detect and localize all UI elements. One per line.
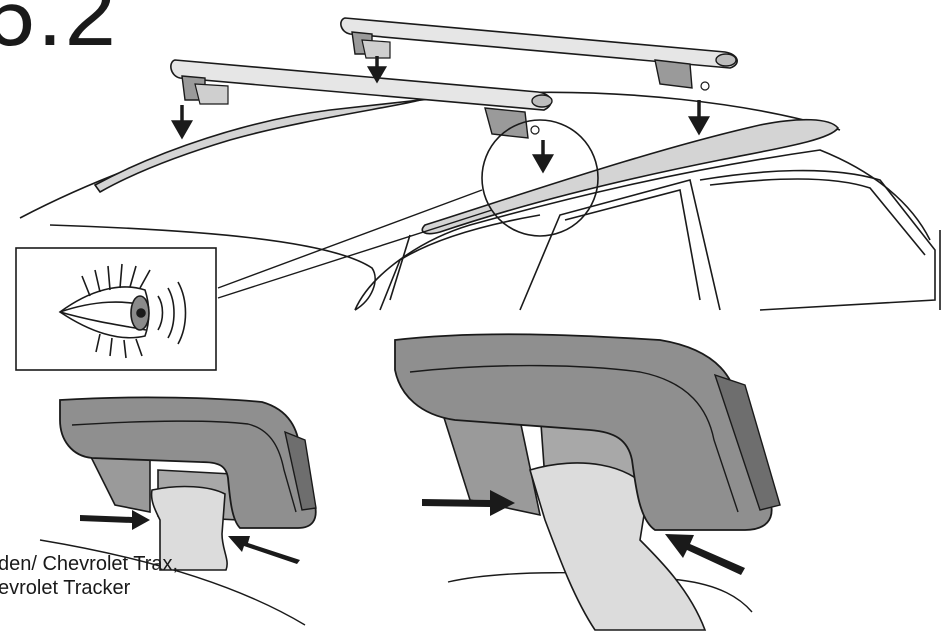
- rear-crossbar: [340, 17, 738, 91]
- left-arrow-icon: [665, 534, 745, 575]
- down-arrow-icon: [170, 56, 711, 174]
- right-arrow-icon: [422, 490, 515, 516]
- detail-right: [394, 333, 781, 631]
- detail-left: [39, 396, 317, 626]
- caption-line-2: evrolet Tracker: [0, 577, 131, 599]
- roof-rail-left: [93, 99, 421, 194]
- left-arrow-icon: [228, 536, 300, 564]
- eye-icon: [58, 263, 187, 359]
- caption-line-1: den/ Chevrolet Trax,: [0, 553, 179, 575]
- front-crossbar: [170, 59, 553, 139]
- right-arrow-icon: [80, 510, 150, 530]
- vehicle-caption: den/ Chevrolet Trax, evrolet Tracker: [0, 552, 178, 600]
- eye-inset: [15, 247, 217, 371]
- roof-rail-right: [421, 118, 839, 235]
- step-number: 6.2: [0, 0, 118, 65]
- magnifier-circle-icon: [217, 119, 599, 299]
